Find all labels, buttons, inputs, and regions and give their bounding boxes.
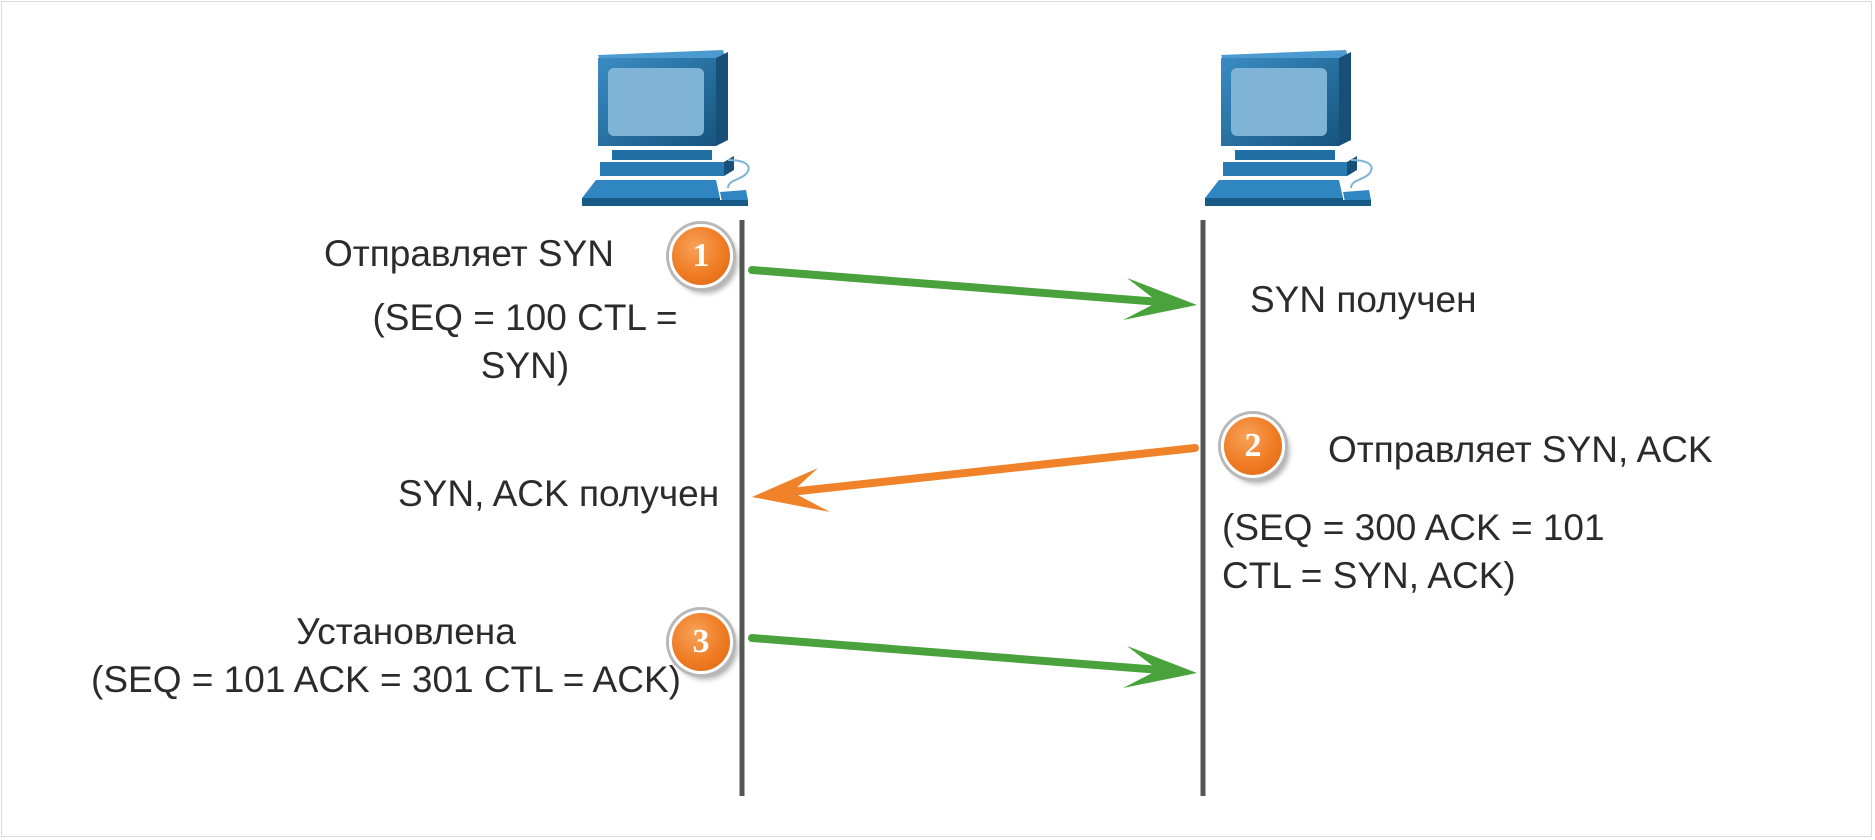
step2-detail-line1: (SEQ = 300 ACK = 101 — [1222, 507, 1605, 548]
step1-detail-line2: SYN) — [480, 345, 570, 387]
left-computer-icon — [582, 50, 750, 206]
step2-receiver-text: SYN, ACK получен — [398, 473, 720, 514]
step1-receiver-text: SYN получен — [1250, 279, 1477, 320]
syn-ack-arrow — [752, 444, 1199, 512]
step1-sender-text: Отправляет SYN — [324, 233, 615, 274]
step3-block: Установлена (SEQ = 101 ACK = 301 CTL = A… — [86, 608, 686, 704]
step-badge-2: 2 — [1221, 414, 1285, 478]
step2-detail-line2: CTL = SYN, ACK) — [1222, 555, 1516, 597]
step2-sender-text: Отправляет SYN, ACK — [1328, 429, 1713, 470]
step-badge-3: 3 — [669, 610, 733, 674]
step1-detail-line1: (SEQ = 100 CTL = — [372, 297, 678, 338]
syn-arrow — [748, 266, 1197, 320]
step3-sender-text: Установлена — [296, 611, 516, 652]
step2-detail: (SEQ = 300 ACK = 101 CTL = SYN, ACK) — [1222, 504, 1605, 600]
ack-arrow — [748, 634, 1197, 688]
step3-detail-line1: (SEQ = 101 ACK = 301 CTL = ACK) — [91, 659, 681, 701]
step-badge-1: 1 — [669, 224, 733, 288]
right-computer-icon — [1205, 50, 1373, 206]
step1-detail: (SEQ = 100 CTL = SYN) — [370, 294, 680, 390]
